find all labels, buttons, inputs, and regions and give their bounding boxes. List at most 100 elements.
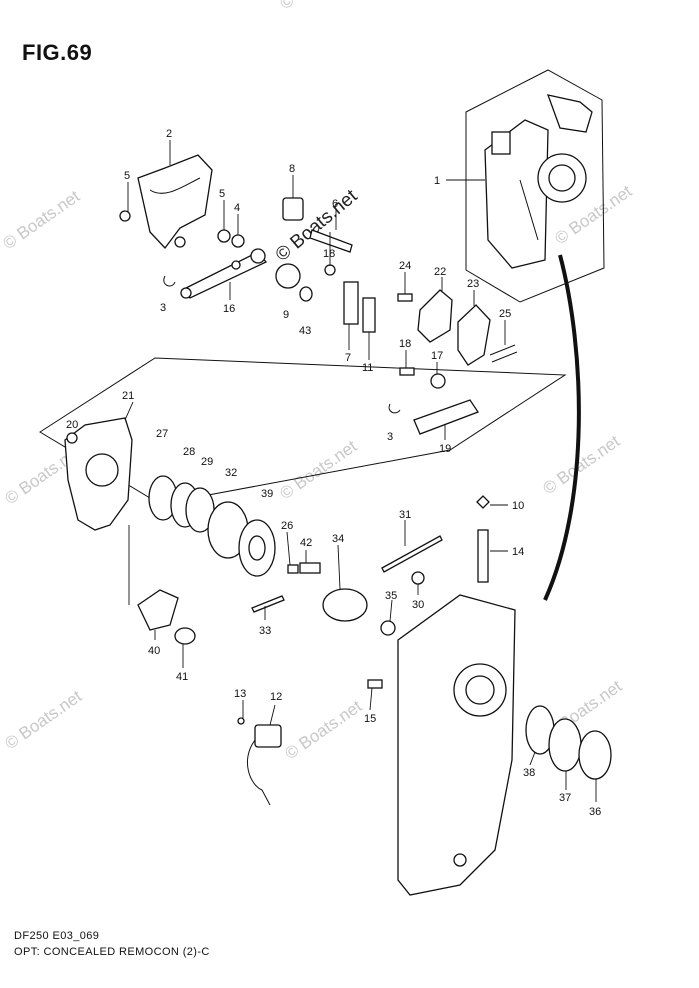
callout-41: 41 xyxy=(176,671,188,683)
shift-plate-bracket xyxy=(137,154,213,250)
callout-7: 7 xyxy=(345,352,351,364)
watermark: © Boats.net xyxy=(276,436,360,503)
nut xyxy=(476,495,490,509)
model-code: DF250 E03_069 xyxy=(14,930,100,942)
bolt xyxy=(397,293,413,302)
callout-31: 31 xyxy=(399,509,411,521)
callout-17: 17 xyxy=(431,350,443,362)
callout-19: 19 xyxy=(439,443,451,455)
callout-8: 8 xyxy=(289,163,295,175)
housing-bore-inner xyxy=(465,675,495,705)
watermark: © Boats.net xyxy=(1,686,85,753)
callout-2: 2 xyxy=(166,128,172,140)
callout-11: 11 xyxy=(362,362,373,374)
housing-bore xyxy=(85,453,119,487)
washer xyxy=(430,373,446,389)
shaft xyxy=(309,229,353,253)
switch-wire xyxy=(246,739,271,806)
plate xyxy=(343,281,359,325)
callout-20: 20 xyxy=(66,419,78,431)
watermark-prominent: © Boats.net xyxy=(272,185,362,266)
motor-barrel xyxy=(322,588,368,622)
callout-labels: 1 2 3 3 4 5 5 6 7 8 9 10 11 12 13 14 15 … xyxy=(66,128,601,818)
washer xyxy=(217,229,231,243)
callout-3: 3 xyxy=(387,431,393,443)
callout-37: 37 xyxy=(559,792,571,804)
callout-4: 4 xyxy=(234,202,240,214)
callout-3: 3 xyxy=(160,302,166,314)
callout-39: 39 xyxy=(261,488,273,500)
spring xyxy=(489,344,518,363)
callout-5: 5 xyxy=(124,170,130,182)
callout-5: 5 xyxy=(219,188,225,200)
rod xyxy=(381,535,443,573)
pin xyxy=(251,595,285,613)
cam-plate xyxy=(457,304,491,366)
callout-1: 1 xyxy=(434,175,440,187)
cap xyxy=(411,571,425,585)
callout-21: 21 xyxy=(122,390,134,402)
callout-13: 13 xyxy=(234,688,246,700)
bolt-head xyxy=(324,264,336,276)
screw xyxy=(237,717,245,725)
callout-22: 22 xyxy=(434,266,446,278)
switch-knob xyxy=(282,197,304,221)
clip xyxy=(163,275,176,287)
bushing xyxy=(380,620,396,636)
watermark-group: © Boats.net © Boats.net © Boats.net © Bo… xyxy=(0,0,635,763)
washer-hole xyxy=(248,535,266,561)
callout-18: 18 xyxy=(399,338,411,350)
exploded-group-outline xyxy=(39,357,567,505)
lever-link xyxy=(180,248,268,299)
callout-43: 43 xyxy=(299,325,311,337)
watermark: © Boats.net xyxy=(539,431,623,498)
callout-10: 10 xyxy=(512,500,524,512)
washer xyxy=(231,234,245,248)
callout-12: 12 xyxy=(270,691,282,703)
callout-36: 36 xyxy=(589,806,601,818)
screw xyxy=(66,432,78,444)
snap-ring xyxy=(578,730,612,780)
callout-42: 42 xyxy=(300,537,312,549)
ring xyxy=(548,718,582,772)
callout-16: 16 xyxy=(223,303,235,315)
callout-29: 29 xyxy=(201,456,213,468)
figure-title: FIG.69 xyxy=(22,40,93,65)
housing-hole xyxy=(453,853,467,867)
switch-body xyxy=(254,724,282,748)
collar xyxy=(299,286,313,302)
callout-15: 15 xyxy=(364,713,376,725)
callout-18: 18 xyxy=(323,248,335,260)
callout-40: 40 xyxy=(148,645,160,657)
watermark: © Boats.net xyxy=(0,186,83,253)
assembly-box-outline xyxy=(465,69,605,303)
bolt xyxy=(399,367,415,376)
callout-26: 26 xyxy=(281,520,293,532)
leader-lines xyxy=(124,140,597,802)
detent-plate xyxy=(275,263,301,289)
main-housing xyxy=(397,594,516,896)
figure-description: OPT: CONCEALED REMOCON (2)-C xyxy=(14,946,210,958)
callout-30: 30 xyxy=(412,599,424,611)
washer xyxy=(119,210,131,222)
assembly-arrow xyxy=(543,254,581,601)
watermark: © Boats.net xyxy=(276,0,360,13)
callout-28: 28 xyxy=(183,446,195,458)
remote-control-unit xyxy=(484,94,593,269)
bolt xyxy=(367,679,383,689)
watermark: © Boats.net xyxy=(281,696,365,763)
lever xyxy=(413,399,479,435)
callout-35: 35 xyxy=(385,590,397,602)
plate xyxy=(362,297,376,333)
callout-38: 38 xyxy=(523,767,535,779)
stud xyxy=(477,529,489,583)
callout-33: 33 xyxy=(259,625,271,637)
callout-6: 6 xyxy=(332,198,338,210)
bracket xyxy=(137,589,179,631)
callout-32: 32 xyxy=(225,467,237,479)
callout-23: 23 xyxy=(467,278,479,290)
callout-24: 24 xyxy=(399,260,411,272)
callout-25: 25 xyxy=(499,308,511,320)
